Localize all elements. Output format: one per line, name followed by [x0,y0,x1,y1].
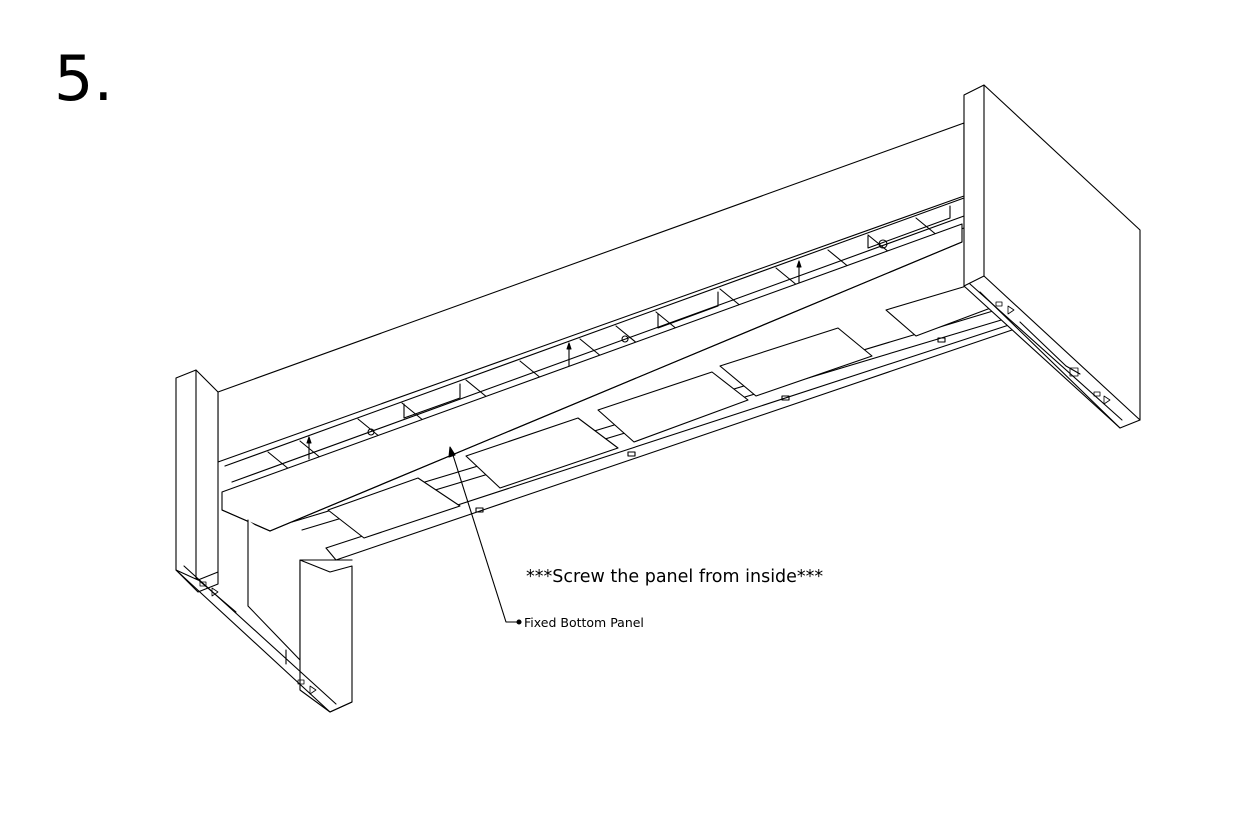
left-end-panel [175,369,353,713]
back-panel [217,122,965,463]
fixed-bottom-panel [221,223,963,532]
right-end-panel [963,84,1141,429]
callout-leader [448,446,522,625]
instruction-note: ***Screw the panel from inside*** [526,567,824,587]
front-rail [291,281,1013,561]
step-number: 5. [54,42,114,115]
fixed-bottom-panel-label: Fixed Bottom Panel [524,615,644,630]
